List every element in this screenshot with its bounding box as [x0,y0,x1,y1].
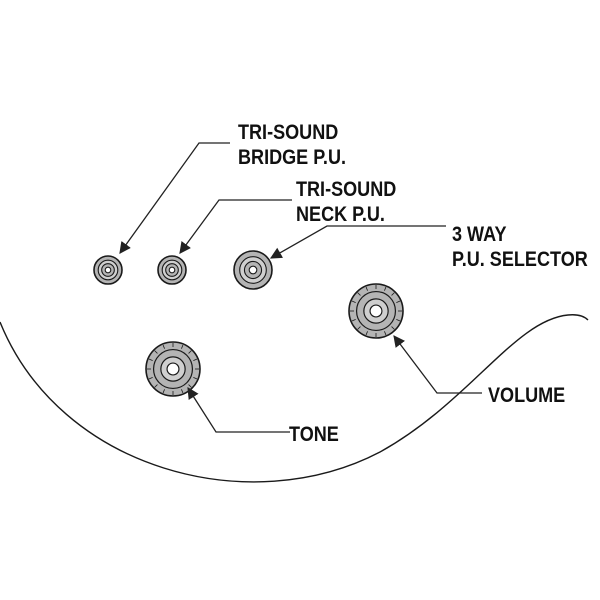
volume-label: VOLUME [488,384,565,408]
pu-selector-label-line1: 3 WAY [452,223,507,247]
neck-pu-leader [179,199,292,254]
pu-selector-switch [233,250,273,290]
tone-label: TONE [289,423,339,447]
bridge-pu-knob [93,255,123,285]
neck-pu-label-line1: TRI-SOUND [296,178,396,202]
tone-pot [145,341,201,397]
volume-pot [348,283,404,339]
tone-leader [187,387,290,433]
volume-leader [393,335,482,394]
guitar-body-outline [0,314,589,483]
pu-selector-label-line2: P.U. SELECTOR [452,248,588,272]
pu-selector-leader [269,225,446,259]
neck-pu-label-line2: NECK P.U. [296,203,385,227]
bridge-pu-label-line1: TRI-SOUND [238,121,338,145]
neck-pu-knob [157,255,187,285]
bridge-pu-leader [119,142,230,254]
bridge-pu-label-line2: BRIDGE P.U. [238,146,346,170]
controls-layer [93,250,404,397]
